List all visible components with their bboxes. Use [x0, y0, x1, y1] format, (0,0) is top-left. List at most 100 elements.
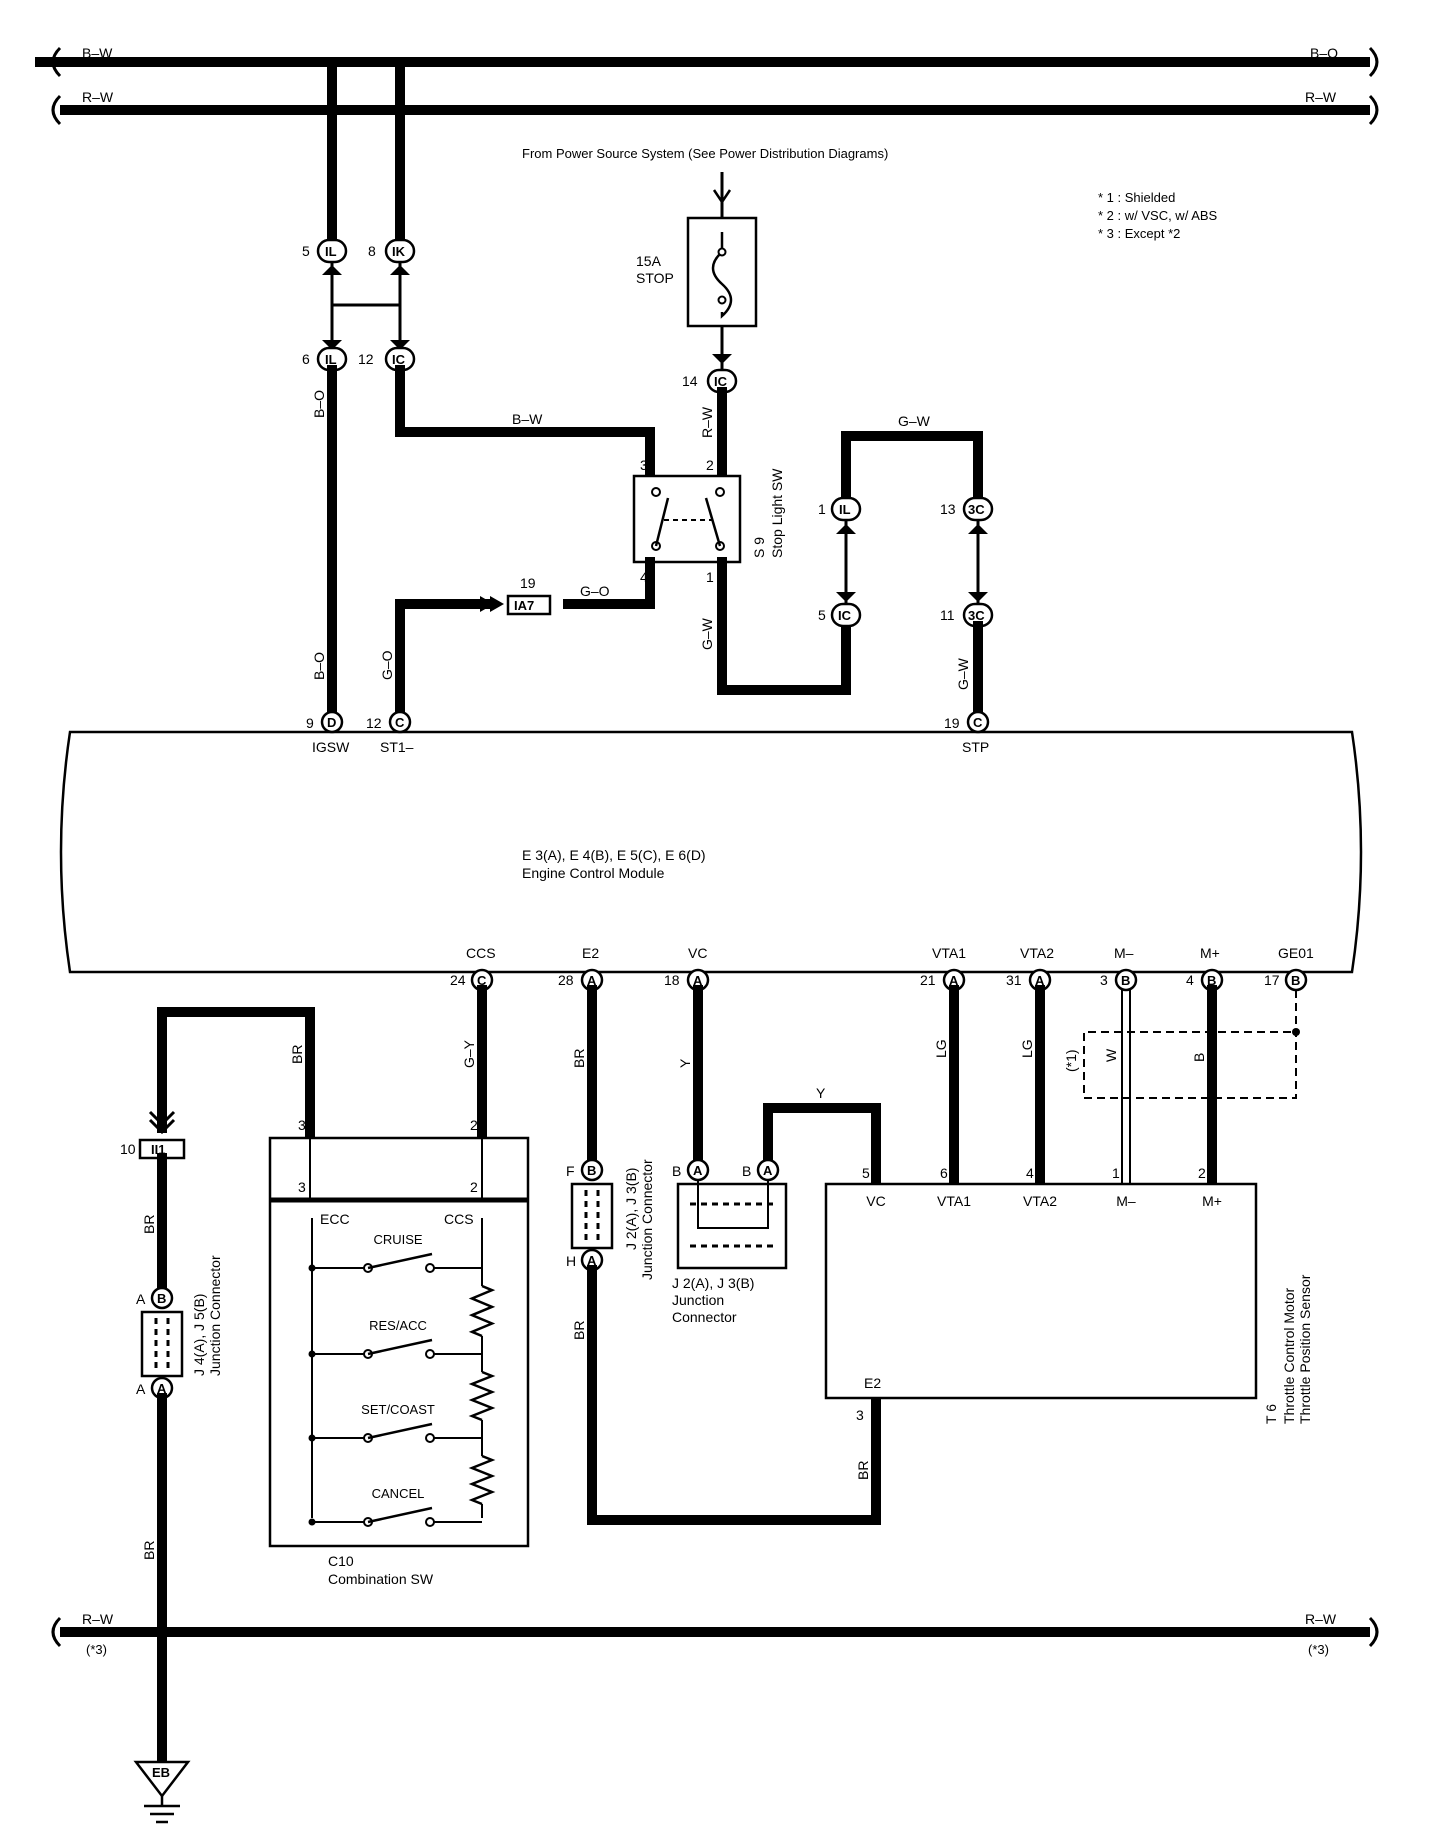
svg-text:18: 18	[664, 972, 680, 988]
junction-j2-mid-label2: Junction	[672, 1292, 724, 1308]
shield-dashed	[1083, 990, 1297, 1099]
combo-switch-cruise: CRUISE	[308, 1232, 482, 1273]
wire-label-rw: R–W	[699, 406, 715, 438]
switch-pin-1: 1	[706, 569, 714, 585]
svg-text:A: A	[136, 1381, 146, 1397]
switch-pin-2: 2	[706, 457, 714, 473]
svg-text:C: C	[395, 715, 405, 730]
switch-id: S 9	[751, 537, 767, 558]
connector-il-5: IL 5	[302, 238, 348, 264]
svg-text:ST1–: ST1–	[380, 739, 414, 755]
connector-ic-12: IC 12	[358, 346, 416, 372]
svg-text:IL: IL	[325, 352, 337, 367]
svg-text:31: 31	[1006, 972, 1022, 988]
junction-j2-left-label2: Junction Connector	[639, 1159, 655, 1280]
connector-ii1: II1 10	[120, 1138, 186, 1160]
connector-ic-14: IC 14	[682, 368, 738, 394]
throttle-pin-num: 2	[1198, 1165, 1206, 1181]
fuse-name: STOP	[636, 270, 674, 286]
combo-switch-set-coast: SET/COAST	[308, 1402, 482, 1443]
bottom-bus-note-left: (*3)	[86, 1642, 107, 1657]
svg-text:B: B	[157, 1291, 166, 1306]
svg-text:6: 6	[302, 351, 310, 367]
ecm-pin-st1: C 12 ST1–	[366, 710, 414, 755]
svg-text:A: A	[949, 973, 959, 988]
svg-text:IK: IK	[392, 244, 406, 259]
svg-text:14: 14	[682, 373, 698, 389]
wire-label-gy: G–Y	[461, 1039, 477, 1068]
wire-label-br-d: BR	[141, 1541, 157, 1560]
svg-text:19: 19	[520, 575, 536, 591]
svg-text:B: B	[1291, 973, 1300, 988]
wire-label-go: G–O	[580, 583, 610, 599]
wire-label-br-c: BR	[141, 1215, 157, 1234]
throttle-pin-name: VTA2	[1023, 1193, 1057, 1209]
throttle-id: T 6	[1263, 1404, 1279, 1424]
svg-text:1: 1	[818, 501, 826, 517]
svg-text:B: B	[742, 1163, 751, 1179]
resistor-3	[468, 1454, 496, 1506]
wire-label-br-b: BR	[571, 1049, 587, 1068]
switch-name: Stop Light SW	[769, 468, 785, 558]
svg-text:B: B	[587, 1163, 596, 1178]
svg-text:VTA2: VTA2	[1020, 945, 1054, 961]
svg-text:A: A	[157, 1381, 167, 1396]
resistor-1	[468, 1284, 496, 1338]
ground-eb: EB	[133, 1760, 191, 1824]
throttle-pin-num: 4	[1026, 1165, 1034, 1181]
wire-label-go-low: G–O	[379, 650, 395, 680]
svg-text:IL: IL	[325, 244, 337, 259]
svg-text:EB: EB	[152, 1765, 170, 1780]
svg-text:M–: M–	[1114, 945, 1134, 961]
connector-ik-8: IK 8	[368, 238, 416, 264]
wire-label-lg-a: LG	[933, 1039, 949, 1058]
combo-switch-res-acc: RES/ACC	[308, 1318, 482, 1359]
connector-il-1: IL 1	[818, 496, 862, 522]
junction-j2-left: F B H A	[566, 1158, 614, 1272]
combo-ecc: ECC	[320, 1211, 350, 1227]
note-3: * 3 : Except *2	[1098, 226, 1180, 241]
throttle-pin-name: M+	[1202, 1193, 1222, 1209]
connector-ia7: IA7 19	[506, 575, 552, 616]
connector-ic-5: IC 5	[818, 602, 862, 628]
svg-text:IL: IL	[839, 502, 851, 517]
power-source-note: From Power Source System (See Power Dist…	[522, 146, 888, 161]
note-2: * 2 : w/ VSC, w/ ABS	[1098, 208, 1218, 223]
connector-3c-11: 3C 11	[940, 602, 994, 628]
resistor-2	[468, 1370, 496, 1422]
wire-label-w: W	[1103, 1048, 1119, 1062]
svg-text:A: A	[587, 973, 597, 988]
throttle-pin-num: 1	[1112, 1165, 1120, 1181]
svg-text:A: A	[1035, 973, 1045, 988]
junction-j2-mid-label3: Connector	[672, 1309, 737, 1325]
wire-label-lg-b: LG	[1019, 1039, 1035, 1058]
svg-text:28: 28	[558, 972, 574, 988]
note-1: * 1 : Shielded	[1098, 190, 1175, 205]
throttle-control-motor	[824, 1182, 1258, 1400]
top-bus-rw	[51, 94, 1379, 126]
svg-text:C: C	[477, 973, 487, 988]
svg-text:17: 17	[1264, 972, 1280, 988]
junction-j2-mid: B A B A	[672, 1158, 788, 1270]
engine-control-module	[59, 730, 1363, 974]
bottom-bus-rw	[51, 1616, 1379, 1648]
svg-text:B: B	[1207, 973, 1216, 988]
svg-text:F: F	[566, 1163, 575, 1179]
switch-pin-3: 3	[640, 457, 648, 473]
wire-br-combo	[157, 1007, 315, 1143]
wire-label-bw: B–W	[512, 411, 543, 427]
junction-j2-left-label1: J 2(A), J 3(B)	[623, 1168, 639, 1250]
svg-text:B: B	[672, 1163, 681, 1179]
ecm-pin-igsw: D 9 IGSW	[306, 710, 350, 755]
wire-label-gw-sw: G–W	[699, 617, 715, 650]
svg-text:A: A	[763, 1163, 773, 1178]
combo-pin2-in: 2	[470, 1179, 478, 1195]
combo-name: Combination SW	[328, 1571, 434, 1587]
ecm-pin-stp: C 19 STP	[944, 710, 990, 755]
wire-label-bo: B–O	[311, 390, 327, 418]
junction-j4: A B A A	[136, 1286, 184, 1400]
svg-text:12: 12	[358, 351, 374, 367]
junction-j4-label2: Junction Connector	[207, 1255, 223, 1376]
